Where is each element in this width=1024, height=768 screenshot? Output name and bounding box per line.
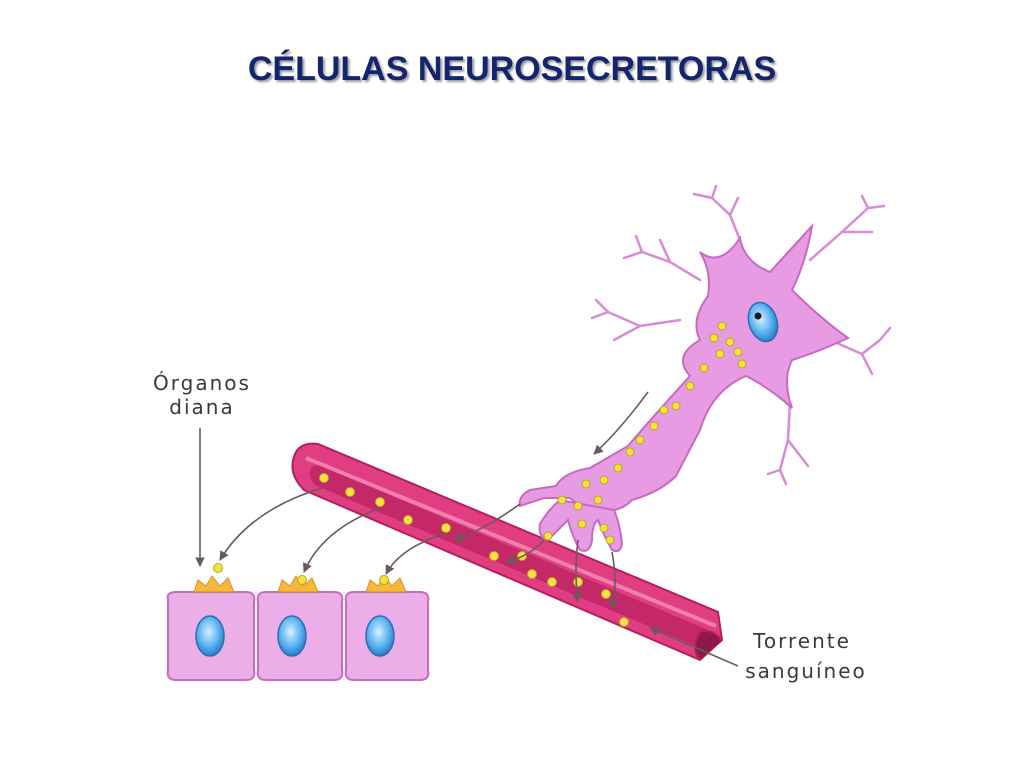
label-bloodstream-line2: sanguíneo: [745, 659, 867, 683]
granule: [715, 349, 725, 359]
label-bloodstream-line1: Torrente: [752, 629, 851, 653]
granule: [441, 523, 451, 533]
vessel-open-end: [694, 630, 723, 661]
vessel-highlight: [305, 456, 717, 628]
granule: [725, 337, 735, 347]
arrow-vessel-to-cell-3: [385, 533, 445, 575]
granule: [649, 421, 659, 431]
granule: [375, 497, 385, 507]
neuron-body: [518, 222, 850, 512]
granule: [543, 531, 553, 541]
arrow-terminal-to-vessel-1: [453, 503, 521, 542]
granule: [709, 333, 719, 343]
granule: [601, 589, 611, 599]
bound-granules: [213, 563, 389, 585]
granule: [625, 447, 635, 457]
arrow-terminal-to-vessel-4: [609, 551, 619, 609]
granule: [345, 487, 355, 497]
granule: [613, 463, 623, 473]
granule: [319, 473, 329, 483]
granule: [581, 479, 591, 489]
granule: [557, 495, 567, 505]
granule: [213, 563, 223, 573]
granule: [619, 617, 629, 627]
granule: [489, 551, 499, 561]
granule: [527, 569, 537, 579]
target-cell: [166, 575, 256, 681]
granule: [699, 363, 709, 373]
granule: [737, 359, 747, 369]
dendrites: [590, 184, 892, 486]
granule: [671, 401, 681, 411]
granule: [685, 381, 695, 391]
granule: [547, 577, 557, 587]
arrow-terminal-to-vessel-2: [505, 539, 545, 565]
granule: [403, 515, 413, 525]
vessel-granules: [319, 473, 629, 627]
target-cell-nucleus: [195, 615, 225, 657]
label-bloodstream: Torrente sanguíneo: [745, 629, 867, 683]
granule: [605, 535, 615, 545]
slide-title: CÉLULAS NEUROSECRETORAS: [247, 50, 777, 88]
arrow-terminal-to-vessel-3: [572, 539, 582, 603]
granule: [599, 475, 609, 485]
nucleolus: [754, 312, 762, 320]
arrow-vessel-to-cell-2: [302, 507, 381, 573]
granule: [593, 495, 603, 505]
granule: [573, 577, 583, 587]
arrow-vessel-to-cell-1: [219, 487, 323, 561]
granule: [635, 435, 645, 445]
granule: [297, 575, 307, 585]
granule: [733, 347, 743, 357]
target-cell: [344, 575, 430, 681]
receptor: [193, 575, 235, 593]
label-target-organs: Órganos diana: [153, 371, 251, 419]
arrow-bloodstream-label: [649, 627, 739, 667]
target-cell-nucleus: [277, 615, 307, 657]
granule: [717, 321, 727, 331]
granule: [379, 575, 389, 585]
label-target-organs-line1: Órganos: [153, 371, 251, 395]
target-cells: [166, 563, 430, 681]
granule: [577, 519, 587, 529]
granule: [573, 501, 583, 511]
neuron: [518, 184, 892, 553]
neuron-granules: [543, 321, 747, 545]
label-target-organs-line2: diana: [169, 395, 234, 419]
neuron-nucleus: [747, 301, 779, 343]
arrows: [195, 391, 739, 667]
target-cell: [256, 575, 344, 681]
granule: [599, 523, 609, 533]
target-cell-nucleus: [365, 615, 395, 657]
arrow-neuron-flow: [593, 391, 649, 455]
granule: [659, 405, 669, 415]
